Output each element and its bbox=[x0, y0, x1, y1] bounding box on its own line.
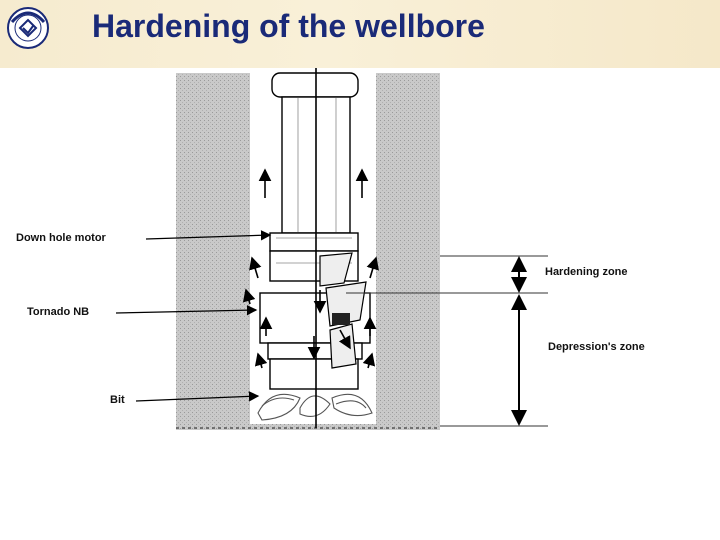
label-bit: Bit bbox=[110, 394, 125, 406]
drilling-logo-icon bbox=[7, 7, 49, 49]
label-down-hole-motor: Down hole motor bbox=[16, 232, 106, 244]
page-title: Hardening of the wellbore bbox=[92, 8, 485, 44]
right-formation-wall bbox=[376, 73, 440, 428]
label-tornado-nb: Tornado NB bbox=[27, 306, 90, 318]
bit-cutters bbox=[257, 393, 373, 421]
wellbore-diagram: Down hole motor Tornado NB Bit Hardening… bbox=[0, 68, 720, 468]
label-depressions-zone: Depression's zone bbox=[548, 341, 645, 353]
title-banner: Hardening of the wellbore bbox=[0, 0, 720, 68]
hole-bottom bbox=[176, 424, 440, 430]
left-formation-wall bbox=[176, 73, 250, 428]
label-hardening-zone: Hardening zone bbox=[545, 266, 628, 278]
nozzle-port bbox=[332, 313, 350, 325]
